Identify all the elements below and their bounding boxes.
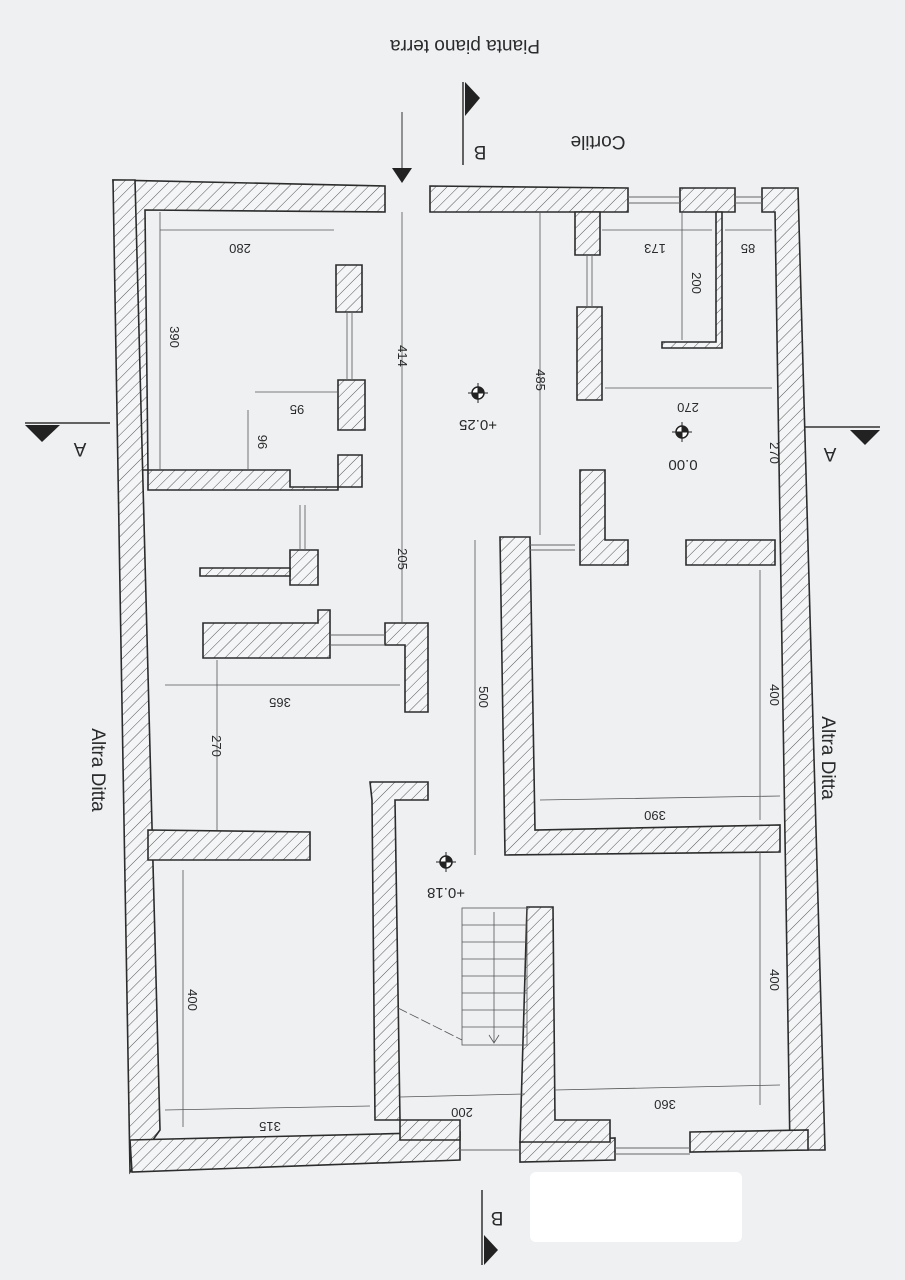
section-b-bottom-arrow-icon: [484, 1235, 498, 1265]
dim-270-right: 270: [767, 442, 782, 464]
dim-400-br: 400: [767, 969, 782, 991]
dim-390-bottom: 390: [644, 808, 666, 823]
labels: Pianta piano terra Cortile B B A A Altra…: [73, 35, 838, 1228]
dim-270-left: 270: [209, 735, 224, 757]
dim-400-bl: 400: [185, 989, 200, 1011]
neighbor-left-label: Altra Ditta: [87, 728, 108, 812]
level-hall: +0.25: [459, 416, 497, 433]
dim-85: 85: [741, 241, 755, 256]
courtyard-label: Cortile: [571, 131, 626, 152]
dimension-lines: [159, 212, 781, 1127]
dim-400-mid-right: 400: [767, 684, 782, 706]
dim-95: 95: [290, 402, 304, 417]
section-a-left-label: A: [73, 438, 86, 459]
level-marker-icon: [468, 383, 488, 403]
interior-walls: [147, 211, 781, 1143]
dim-270-top: 270: [677, 400, 699, 415]
dim-205: 205: [395, 548, 410, 570]
section-a-right-label: A: [823, 443, 836, 464]
level-stair-hall: +0.18: [427, 884, 465, 901]
drawing-title: Pianta piano terra: [390, 35, 540, 56]
openings: [299, 196, 762, 1155]
section-b-top-arrow-icon: [465, 82, 480, 116]
dim-173: 173: [644, 241, 666, 256]
section-b-top-label: B: [474, 141, 487, 162]
section-a-right-arrow-icon: [850, 430, 880, 445]
dim-315: 315: [259, 1119, 281, 1134]
dim-360: 360: [654, 1097, 676, 1112]
dim-365: 365: [269, 695, 291, 710]
exterior-walls: [112, 179, 826, 1175]
dim-390: 390: [167, 326, 182, 348]
dim-500: 500: [476, 686, 491, 708]
level-marker-icon: [436, 852, 456, 872]
level-markers: [436, 383, 692, 872]
dim-96: 96: [255, 435, 270, 449]
section-markers: [25, 82, 880, 1265]
level-room: 0.00: [668, 456, 697, 473]
neighbor-right-label: Altra Ditta: [817, 716, 838, 800]
dim-200: 200: [689, 272, 704, 294]
dim-414: 414: [395, 345, 410, 367]
dim-485: 485: [533, 369, 548, 391]
dim-280: 280: [229, 241, 251, 256]
section-a-left-arrow-icon: [25, 425, 60, 442]
section-b-bottom-label: B: [491, 1207, 504, 1228]
dim-200-entry: 200: [451, 1105, 473, 1120]
staircase: [397, 907, 528, 1046]
level-marker-icon: [672, 422, 692, 442]
entry-arrow-icon: [392, 168, 412, 183]
redaction-patch: [530, 1172, 742, 1242]
